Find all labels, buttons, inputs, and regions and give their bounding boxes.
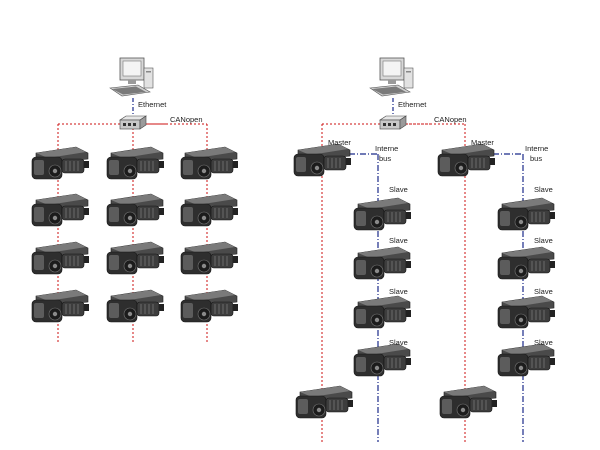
computer-icon bbox=[109, 57, 154, 97]
lower-drive-icon bbox=[295, 385, 354, 419]
slave-label: Slave bbox=[389, 185, 408, 194]
master-drive-icon bbox=[437, 143, 496, 177]
servo-drive-icon bbox=[31, 146, 90, 180]
slave-drive-icon bbox=[497, 197, 556, 231]
servo-drive-icon bbox=[106, 193, 165, 227]
slave-label: Slave bbox=[389, 236, 408, 245]
servo-drive-icon bbox=[180, 193, 239, 227]
internal-bus-label-line2: bus bbox=[379, 154, 391, 163]
slave-label: Slave bbox=[534, 236, 553, 245]
lower-drive-icon bbox=[439, 385, 498, 419]
slave-drive-icon bbox=[353, 343, 412, 377]
slave-label: Slave bbox=[389, 338, 408, 347]
network-switch-icon bbox=[379, 115, 407, 130]
slave-drive-icon bbox=[353, 246, 412, 280]
slave-label: Slave bbox=[534, 185, 553, 194]
servo-drive-icon bbox=[106, 241, 165, 275]
slave-drive-icon bbox=[497, 295, 556, 329]
slave-drive-icon bbox=[353, 197, 412, 231]
servo-drive-icon bbox=[106, 146, 165, 180]
slave-label: Slave bbox=[534, 338, 553, 347]
left-network: Ethernet CANopen bbox=[31, 57, 239, 343]
slave-drive-icon bbox=[497, 246, 556, 280]
internal-bus-label-line1: Interne bbox=[375, 144, 398, 153]
internal-bus-label-line2: bus bbox=[530, 154, 542, 163]
slave-drive-icon bbox=[353, 295, 412, 329]
network-switch-icon bbox=[119, 115, 147, 130]
slave-drive-icon bbox=[497, 343, 556, 377]
servo-drive-icon bbox=[180, 241, 239, 275]
slave-label: Slave bbox=[534, 287, 553, 296]
master-slave-group-2: Master Interne bus Slave Slave Slave Sla… bbox=[437, 138, 556, 442]
master-label: Master bbox=[328, 138, 351, 147]
right-ethernet-label: Ethernet bbox=[398, 100, 427, 109]
right-network: Ethernet CANopen Master Interne bus Slav… bbox=[293, 57, 556, 442]
computer-icon bbox=[369, 57, 414, 97]
master-label: Master bbox=[471, 138, 494, 147]
servo-drive-icon bbox=[180, 146, 239, 180]
internal-bus-label-line1: Interne bbox=[525, 144, 548, 153]
master-slave-group-1: Master Interne bus Slave Slave Slave Sla… bbox=[293, 138, 412, 442]
master-drive-icon bbox=[293, 143, 352, 177]
slave-label: Slave bbox=[389, 287, 408, 296]
servo-drive-icon bbox=[106, 289, 165, 323]
servo-drive-icon bbox=[31, 289, 90, 323]
servo-drive-icon bbox=[31, 241, 90, 275]
servo-drive-icon bbox=[180, 289, 239, 323]
left-canopen-label: CANopen bbox=[170, 115, 203, 124]
servo-drive-icon bbox=[31, 193, 90, 227]
left-drive-grid bbox=[31, 146, 239, 323]
right-canopen-label: CANopen bbox=[434, 115, 467, 124]
left-ethernet-label: Ethernet bbox=[138, 100, 167, 109]
